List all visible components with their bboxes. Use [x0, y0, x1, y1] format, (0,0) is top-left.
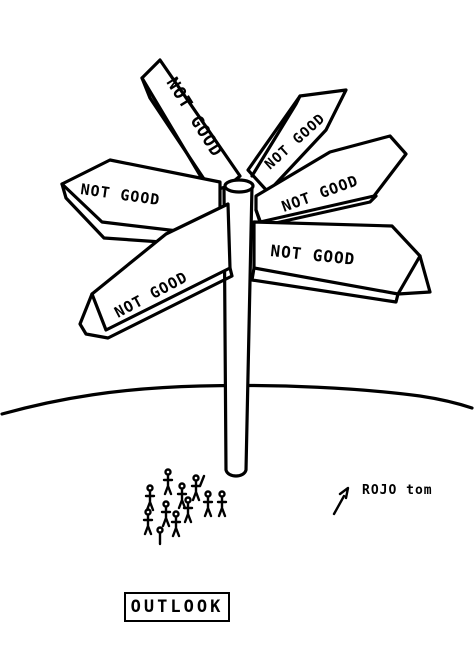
sign-right-upper: NOT GOOD [254, 134, 408, 228]
caption-text: OUTLOOK [130, 597, 224, 617]
signature-text: ROJO tom [362, 483, 433, 498]
horizon-line [0, 383, 474, 416]
signature: ROJO tom [332, 483, 433, 516]
sign-right-lower: NOT GOOD [250, 220, 432, 304]
crowd-figures [142, 468, 228, 546]
caption-box: OUTLOOK [124, 592, 230, 622]
